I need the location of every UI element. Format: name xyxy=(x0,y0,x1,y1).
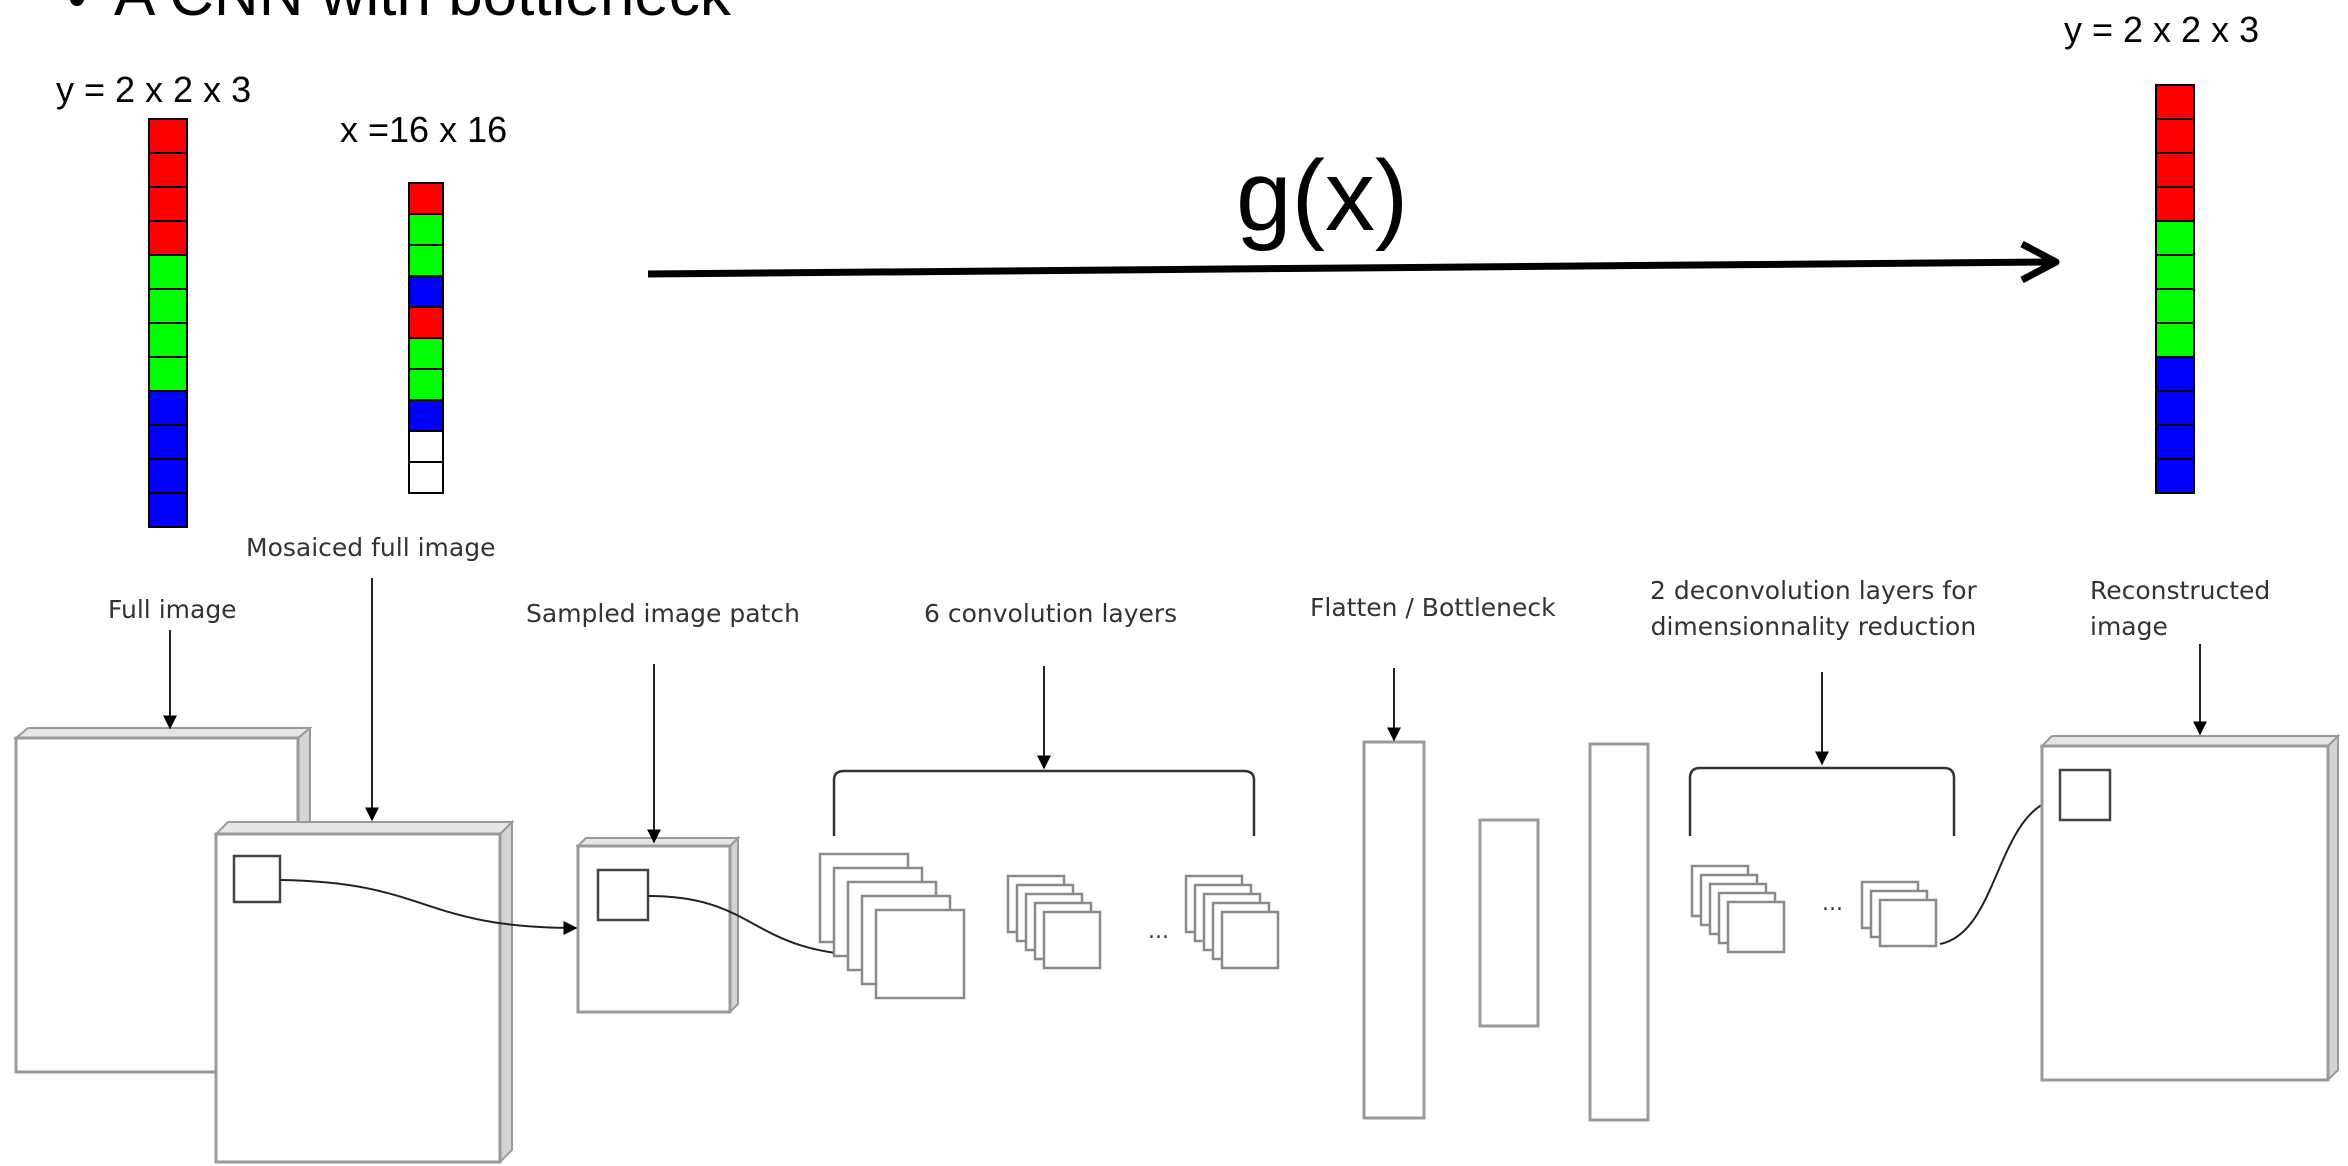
mapping-label: g(x) xyxy=(1236,140,1409,252)
mapping-arrow xyxy=(647,240,2060,284)
conv-stack-large xyxy=(818,852,966,1000)
deconv-stack-1-layer xyxy=(1726,900,1786,954)
reconstructed-image-box xyxy=(2039,733,2341,1082)
output-image-vector xyxy=(2155,84,2195,494)
caption-full-image: Full image xyxy=(108,595,237,624)
caption-deconv-layers: 2 deconvolution layers for dimensionnali… xyxy=(1650,573,1977,646)
caption-sampled-image-patch: Sampled image patch xyxy=(526,599,800,628)
full-vector-cell-green xyxy=(148,356,188,392)
mosaiced-vector-cell-green xyxy=(408,368,444,401)
conv-stack-1-layer xyxy=(874,908,966,1000)
output-vector-cell-red xyxy=(2155,84,2195,120)
mosaiced-vector-cell-white xyxy=(408,461,444,494)
caption-deconv-line2: dimensionnality reduction xyxy=(1650,612,1977,642)
conv-stack-small xyxy=(1184,874,1280,970)
conv-stack-3-layer xyxy=(1220,910,1280,970)
connector-mosaic-to-patch xyxy=(279,879,578,935)
caption-reconstructed-line1: Reconstructed xyxy=(2090,576,2271,605)
caption-conv-layers: 6 convolution layers xyxy=(924,599,1178,628)
output-vector-cell-blue xyxy=(2155,458,2195,494)
deconv-stack-2-layer xyxy=(1878,898,1938,948)
mosaiced-vector-cell-blue xyxy=(408,399,444,432)
connector-deconv-to-output xyxy=(1939,793,2062,945)
deconv-stack-left xyxy=(1690,864,1786,954)
caption-deconv-line1: 2 deconvolution layers for xyxy=(1650,576,1977,605)
mosaiced-image-vector xyxy=(408,182,444,494)
caption-reconstructed-image: Reconstructed image xyxy=(2090,573,2270,646)
bottleneck-bar xyxy=(1478,818,1540,1028)
flatten-bar xyxy=(1362,740,1426,1120)
output-vector-cell-red xyxy=(2155,152,2195,188)
bullet-text: A CNN with bottleneck xyxy=(114,0,731,29)
mosaic-patch-marker xyxy=(232,854,282,904)
slide-bullet: A CNN with bottleneck xyxy=(70,0,731,26)
bullet-dot-icon xyxy=(70,0,84,6)
caption-mosaiced-full-image: Mosaiced full image xyxy=(246,533,496,562)
conv-stack-2-layer xyxy=(1042,910,1102,970)
reconstructed-patch-marker xyxy=(2058,768,2112,822)
caption-reconstructed-line2: image xyxy=(2090,612,2168,642)
caption-flatten-bottleneck: Flatten / Bottleneck xyxy=(1310,593,1556,622)
sampled-patch-marker xyxy=(596,868,650,922)
expand-bar xyxy=(1588,742,1650,1122)
mosaiced-image-box xyxy=(213,819,515,1164)
full-vector-label: y = 2 x 2 x 3 xyxy=(56,69,252,110)
deconv-stack-right xyxy=(1860,880,1938,948)
mosaiced-vector-cell-red xyxy=(408,306,444,339)
output-vector-cell-blue xyxy=(2155,424,2195,460)
full-vector-cell-blue xyxy=(148,424,188,460)
conv-brace xyxy=(832,769,1256,836)
output-vector-cell-green xyxy=(2155,254,2195,290)
conv-stack-medium xyxy=(1006,874,1102,970)
full-vector-cell-blue xyxy=(148,492,188,528)
output-vector-cell-red xyxy=(2155,186,2195,222)
output-vector-cell-green xyxy=(2155,220,2195,256)
output-vector-label: y = 2 x 2 x 3 xyxy=(2064,9,2260,50)
full-vector-cell-blue xyxy=(148,390,188,426)
conv-ellipsis: ... xyxy=(1148,919,1169,944)
mosaiced-vector-label: x =16 x 16 xyxy=(340,109,508,150)
sampled-patch-box xyxy=(575,835,741,1014)
deconv-brace xyxy=(1688,766,1956,836)
full-vector-cell-red xyxy=(148,220,188,256)
full-image-vector xyxy=(148,118,188,528)
deconv-ellipsis: ... xyxy=(1822,891,1843,916)
